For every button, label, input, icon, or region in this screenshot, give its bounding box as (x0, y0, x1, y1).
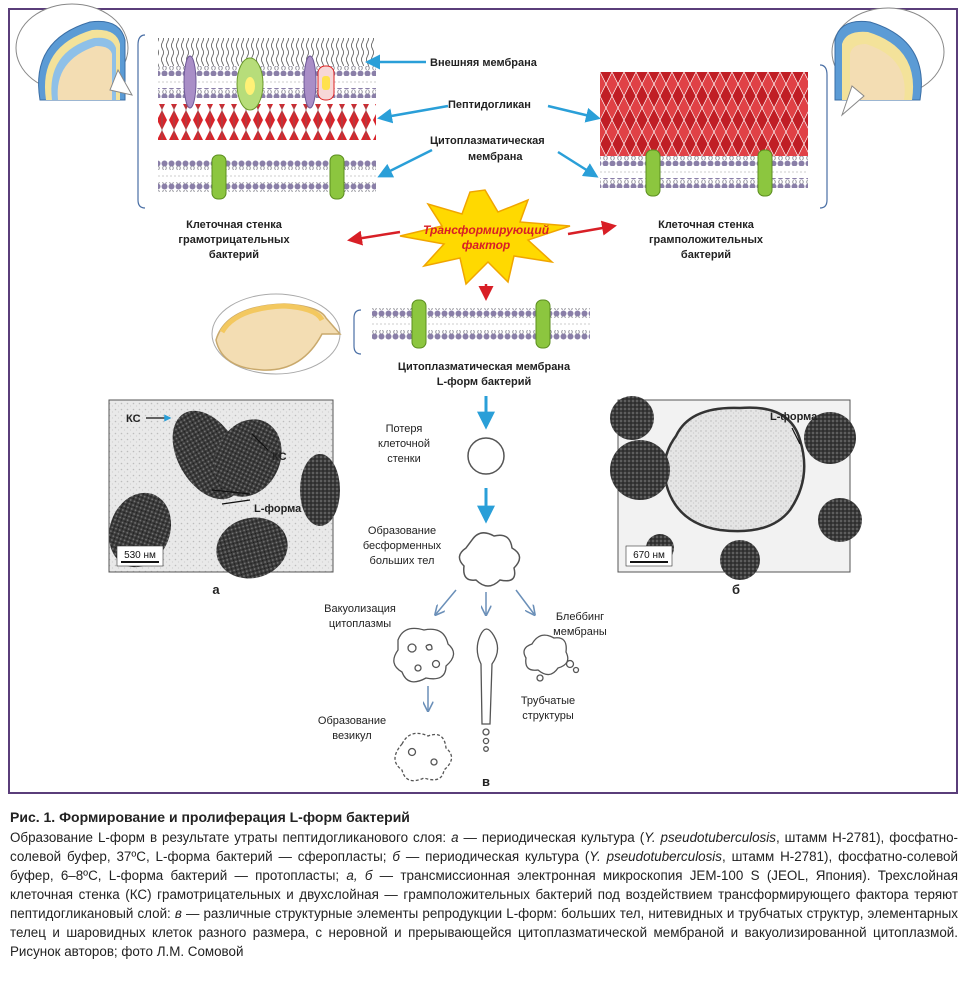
tubular-label-2: структуры (522, 710, 574, 722)
transforming-factor-label: Трансформирующий (423, 223, 550, 237)
large-bodies-label: Образование (368, 525, 436, 537)
caption-letter-v: в (174, 906, 182, 921)
lform-label-a: L-форма (254, 503, 302, 515)
caption-letter-b: б (392, 849, 400, 864)
loss-label-3: стенки (387, 453, 421, 465)
caption-text: — периодическая культура ( (458, 830, 645, 845)
loss-label: Потеря (386, 423, 423, 435)
tubular-structure-icon (476, 628, 499, 752)
lform-membrane-label: Цитоплазматическая мембрана (398, 361, 571, 373)
gram-positive-cell-wall (600, 72, 808, 197)
lform-cytoplasmic-membrane (372, 299, 590, 349)
ks-label-2: КС (272, 451, 287, 463)
large-bodies-label-3: больших тел (370, 555, 435, 567)
figure-diagram: Внешняя мембрана Пептидогликан Цитоплазм… (15, 3, 945, 789)
gram-positive-label: Клеточная стенка (658, 219, 755, 231)
gram-negative-cell-icon (15, 3, 133, 101)
gram-negative-label-3: бактерий (209, 249, 259, 261)
caption-letter-ab: а, б (346, 868, 373, 883)
blebbing-label-2: мембраны (553, 626, 607, 638)
panel-letter-a: а (212, 582, 220, 597)
gram-negative-cell-wall (158, 38, 376, 200)
large-body-icon (458, 532, 521, 587)
peptidoglycan-label: Пептидогликан (448, 99, 531, 111)
vacuolization-label-2: цитоплазмы (329, 618, 391, 630)
cytoplasmic-membrane-label: Цитоплазматическая (430, 135, 545, 147)
vacuolization-icon (393, 627, 455, 683)
caption-species: Y. pseudotuberculo­sis (644, 830, 776, 845)
tubular-label: Трубчатые (521, 695, 575, 707)
panel-letter-b: б (732, 582, 740, 597)
lform-cell-icon (211, 293, 342, 375)
layer-pointer-arrows (365, 54, 601, 178)
cytoplasmic-membrane-label-2: мембрана (468, 151, 523, 163)
caption-title: Рис. 1. Формирование и пролиферация L-фо… (10, 809, 410, 825)
ks-label-1: КС (126, 413, 141, 425)
transforming-factor-burst: Трансформирующий фактор (399, 189, 571, 286)
vesicles-label: Образование (318, 715, 386, 727)
caption-text: Образование L-форм в результате утраты п… (10, 830, 452, 845)
caption-text: — трансмиссионная электронная микроскопи… (10, 868, 958, 921)
gram-positive-cell-icon (831, 7, 945, 117)
caption-text: , штамм H-2781), фосфатно-солевой буфер,… (10, 830, 959, 864)
lost-wall-cell-icon (467, 437, 505, 475)
vacuolization-label: Вакуолизация (324, 603, 396, 615)
lform-membrane-label-2: L-форм бактерий (437, 376, 532, 388)
vesicles-label-2: везикул (332, 730, 371, 742)
micrograph-b: L-форма 670 нм (610, 396, 862, 580)
branch-arrows (428, 589, 534, 710)
blebbing-label: Блеббинг (556, 611, 604, 623)
scale-bar-a: 530 нм (124, 550, 156, 561)
figure-caption: Рис. 1. Формирование и пролиферация L-фо… (10, 808, 958, 961)
gram-positive-label-3: бактерий (681, 249, 731, 261)
caption-species: Y. pseudotuberculosis (589, 849, 722, 864)
loss-label-2: клеточной (378, 438, 430, 450)
outer-membrane-label: Внешняя мембрана (430, 57, 538, 69)
caption-letter-a: а (451, 830, 459, 845)
gram-positive-label-2: грамположительных (649, 234, 764, 246)
transforming-factor-label-2: фактор (462, 238, 511, 252)
red-arrows (347, 220, 617, 301)
caption-text: , штамм H-2781), фосфатно-солевой буфер,… (10, 849, 958, 883)
blebbing-icon (523, 634, 580, 682)
micrograph-a: КС КС L-форма 530 нм (108, 399, 340, 579)
large-bodies-label-2: бесформенных (363, 540, 442, 552)
vesicle-icon (394, 732, 453, 782)
caption-text: — периодическая культура ( (399, 849, 590, 864)
caption-text: — различные структурные элементы репроду… (10, 906, 958, 959)
gram-negative-label: Клеточная стенка (186, 219, 283, 231)
lform-label-b: L-форма (770, 411, 818, 423)
panel-letter-v: в (482, 774, 490, 789)
scale-bar-b: 670 нм (633, 550, 665, 561)
gram-negative-label-2: грамотрицательных (178, 234, 290, 246)
